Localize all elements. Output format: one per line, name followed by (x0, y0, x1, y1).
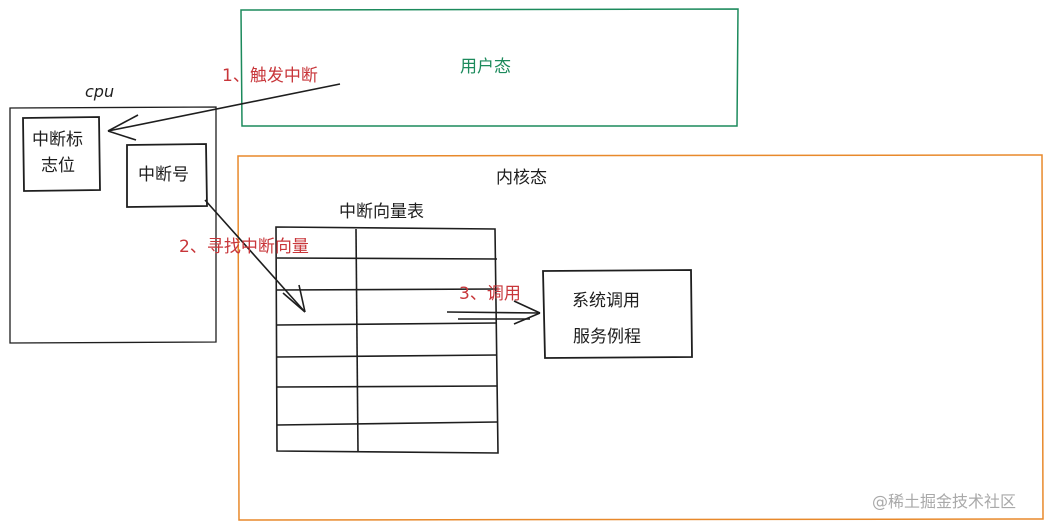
interrupt-flag-box (22, 116, 101, 192)
interrupt-number-label: 中断号 (138, 165, 189, 185)
interrupt-flag-label-line2: 志位 (41, 156, 75, 176)
kernel-mode-label: 内核态 (496, 168, 547, 188)
vector-table-row-line (276, 322, 498, 326)
vector-table-divider (355, 228, 359, 453)
cpu-label: cpu (85, 82, 115, 101)
vector-table-row-line (276, 421, 498, 426)
syscall-routine-line1: 系统调用 (572, 291, 640, 311)
arrow-trigger-interrupt (107, 83, 341, 141)
arrow-call (446, 300, 541, 325)
interrupt-number-box (126, 143, 208, 208)
user-mode-label: 用户态 (460, 57, 511, 77)
syscall-routine-box (542, 269, 693, 359)
step2-label: 2、寻找中断向量 (179, 237, 309, 257)
vector-table (275, 226, 499, 454)
interrupt-flag-label-line1: 中断标 (32, 130, 83, 150)
user-mode-box (240, 8, 739, 127)
step3-label: 3、调用 (459, 284, 521, 304)
vector-table-row-line (276, 257, 498, 260)
arrow-find-vector (204, 199, 306, 313)
vector-table-row-line (276, 354, 498, 358)
cpu-box (9, 106, 217, 344)
syscall-routine-line2: 服务例程 (573, 327, 641, 347)
watermark: @稀土掘金技术社区 (872, 492, 1017, 511)
vector-table-label: 中断向量表 (339, 202, 424, 222)
vector-table-row-line (276, 288, 498, 291)
step1-label: 1、触发中断 (222, 66, 318, 86)
vector-table-border (275, 226, 499, 454)
vector-table-row-line (276, 385, 498, 388)
kernel-mode-box (237, 154, 1044, 521)
